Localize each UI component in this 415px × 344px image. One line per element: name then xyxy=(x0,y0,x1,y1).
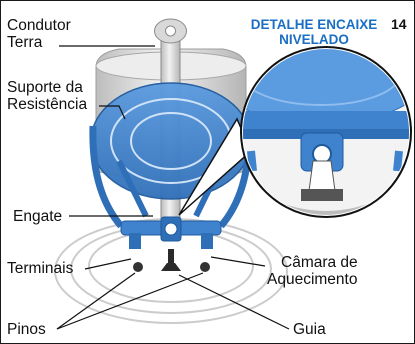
callout-engate: Engate xyxy=(13,208,63,225)
leader-lines xyxy=(56,45,290,330)
callout-camara-aquecimento: Câmara de Aquecimento xyxy=(267,254,358,288)
detail-title: DETALHE ENCAIXE NIVELADO xyxy=(239,17,389,47)
callout-condutor-line2: Terra xyxy=(7,34,43,51)
guide xyxy=(161,263,181,271)
callout-suporte-line2: Resistência xyxy=(7,96,88,113)
callout-guia: Guia xyxy=(293,321,326,338)
callout-suporte-resistencia: Suporte da Resistência xyxy=(7,79,87,113)
callout-condutor-line1: Condutor xyxy=(7,17,71,34)
callout-pinos: Pinos xyxy=(7,321,46,338)
callout-suporte-line1: Suporte da xyxy=(7,79,83,96)
detail-title-line2: NIVELADO xyxy=(279,32,349,47)
detail-title-line1: DETALHE ENCAIXE xyxy=(250,17,378,32)
callout-camara-line2: Aquecimento xyxy=(267,271,358,288)
guide-stem xyxy=(168,249,174,265)
figure-number: 14 xyxy=(391,16,407,32)
detail-magnifier xyxy=(240,46,412,218)
callout-condutor-terra: Condutor Terra xyxy=(7,17,71,51)
pins xyxy=(133,262,210,272)
callout-terminais: Terminais xyxy=(7,260,74,277)
callout-camara-line1: Câmara de xyxy=(281,254,358,271)
